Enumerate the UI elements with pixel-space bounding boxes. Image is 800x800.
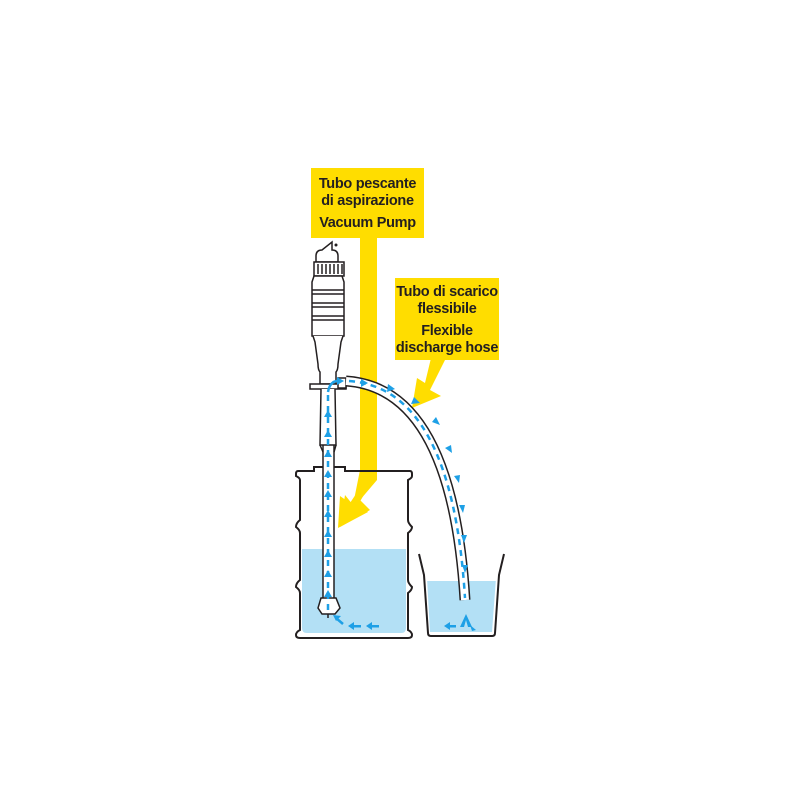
discharge-label-en-2: discharge hose xyxy=(395,340,499,357)
discharge-hose xyxy=(345,375,471,601)
discharge-label-pointer xyxy=(412,354,448,408)
bucket-bottom-flow-arrows xyxy=(444,614,476,631)
discharge-label-en-1: Flexible xyxy=(421,323,473,340)
discharge-label-it-2: flessibile xyxy=(417,301,477,318)
suction-label-en: Vacuum Pump xyxy=(319,215,416,232)
suction-label-it-2: di aspirazione xyxy=(321,193,414,210)
discharge-label-it-1: Tubo di scarico xyxy=(396,284,498,300)
suction-flow-arrows xyxy=(324,377,344,610)
hose-flow-arrows xyxy=(361,379,468,573)
suction-label-pointer xyxy=(338,230,377,528)
discharge-hose-label: Tubo di scarico flessibile Flexible disc… xyxy=(395,278,499,360)
suction-tube-label: Tubo pescante di aspirazione Vacuum Pump xyxy=(311,168,424,238)
vacuum-pump xyxy=(309,240,347,453)
drum-bottom-flow-arrows xyxy=(333,615,379,630)
drum xyxy=(294,466,414,639)
suction-label-it-1: Tubo pescante xyxy=(318,176,417,192)
